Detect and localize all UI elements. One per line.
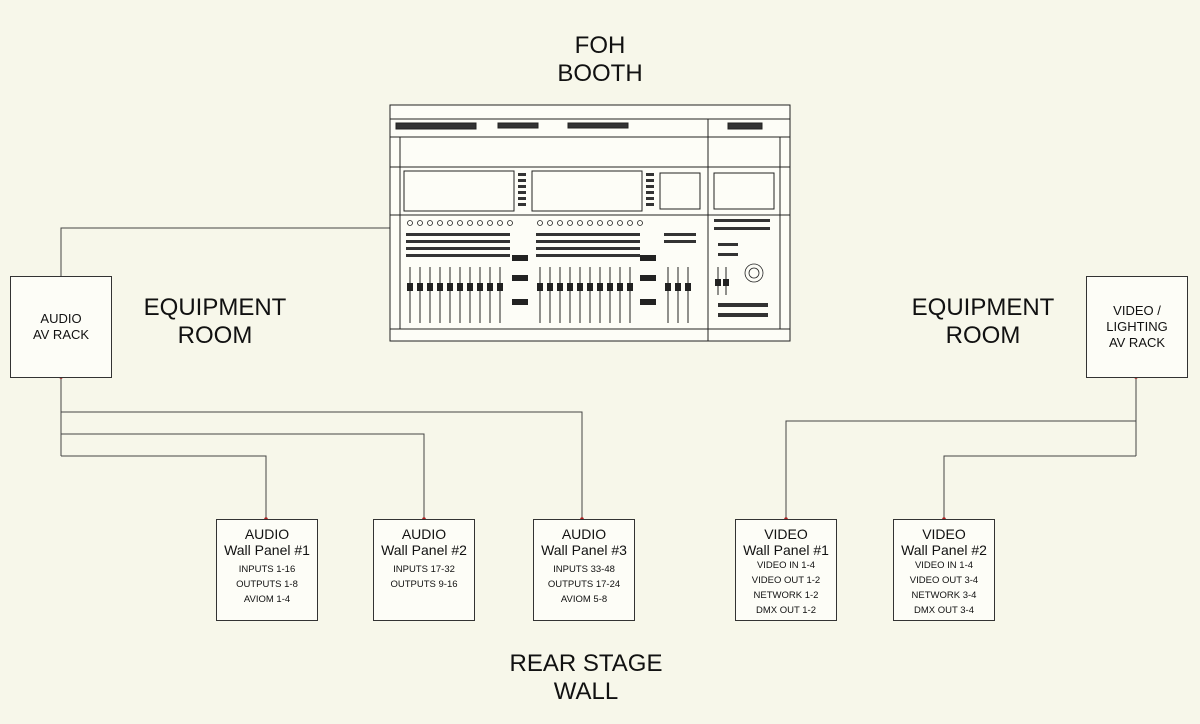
- foh-line-1: FOH: [574, 32, 626, 59]
- equipment-room-right-label: EQUIPMENT ROOM: [898, 294, 1068, 351]
- wire-to-audio-panel-1: [61, 455, 267, 519]
- video-lighting-av-rack: VIDEO / LIGHTING AV RACK: [1086, 276, 1188, 378]
- wire-to-audio-panel-2: [61, 433, 425, 519]
- panel-detail: AVIOM 5-8: [560, 594, 608, 605]
- rear-stage-wall-label: REAR STAGE WALL: [486, 650, 686, 707]
- panel-detail: DMX OUT 3-4: [913, 605, 974, 616]
- panel-detail: OUTPUTS 17-24: [547, 579, 621, 590]
- rear-stage-line-2: WALL: [553, 678, 619, 706]
- panel-name: Wall Panel #2: [381, 542, 467, 558]
- wire-to-video-panel-1: [785, 420, 1136, 519]
- panel-detail: DMX OUT 1-2: [755, 605, 816, 616]
- video-rack-line-2: LIGHTING: [1106, 319, 1168, 334]
- video-wall-panel-1: VIDEO Wall Panel #1 VIDEO IN 1-4 VIDEO O…: [735, 519, 837, 621]
- wire-to-audio-panel-3: [61, 411, 583, 519]
- equipment-left-line-1: EQUIPMENT: [143, 294, 287, 321]
- audio-wall-panel-1: AUDIO Wall Panel #1 INPUTS 1-16 OUTPUTS …: [216, 519, 318, 621]
- panel-detail: OUTPUTS 9-16: [390, 579, 458, 590]
- video-rack-line-3: AV RACK: [1108, 335, 1166, 350]
- panel-name: Wall Panel #1: [743, 542, 829, 558]
- panel-name: Wall Panel #3: [541, 542, 627, 558]
- panel-detail: VIDEO OUT 1-2: [751, 575, 821, 586]
- panel-type: VIDEO: [764, 526, 808, 542]
- panel-detail: VIDEO IN 1-4: [756, 560, 816, 571]
- panel-detail: INPUTS 1-16: [238, 564, 296, 575]
- rear-stage-line-1: REAR STAGE: [509, 650, 663, 677]
- wire-rack-to-console: [60, 227, 392, 276]
- panel-type: AUDIO: [244, 526, 290, 542]
- foh-line-2: BOOTH: [557, 60, 643, 88]
- audio-wall-panel-2: AUDIO Wall Panel #2 INPUTS 17-32 OUTPUTS…: [373, 519, 475, 621]
- audio-rack-line-2: AV RACK: [32, 327, 90, 342]
- panel-detail: VIDEO IN 1-4: [914, 560, 974, 571]
- panel-name: Wall Panel #2: [901, 542, 987, 558]
- mixing-console-drawing: [389, 104, 791, 342]
- panel-type: AUDIO: [561, 526, 607, 542]
- panel-detail: NETWORK 3-4: [911, 590, 977, 601]
- panel-detail: INPUTS 17-32: [393, 564, 455, 575]
- panel-type: VIDEO: [922, 526, 966, 542]
- panel-detail: AVIOM 1-4: [243, 594, 291, 605]
- panel-detail: NETWORK 1-2: [753, 590, 819, 601]
- audio-wall-panel-3: AUDIO Wall Panel #3 INPUTS 33-48 OUTPUTS…: [533, 519, 635, 621]
- equipment-right-line-2: ROOM: [945, 322, 1021, 350]
- video-rack-line-1: VIDEO /: [1113, 303, 1161, 318]
- panel-detail: OUTPUTS 1-8: [236, 579, 298, 590]
- equipment-room-left-label: EQUIPMENT ROOM: [130, 294, 300, 351]
- audio-av-rack: AUDIO AV RACK: [10, 276, 112, 378]
- panel-name: Wall Panel #1: [224, 542, 310, 558]
- panel-type: AUDIO: [401, 526, 447, 542]
- audio-rack-line-1: AUDIO: [40, 311, 82, 326]
- panel-detail: INPUTS 33-48: [553, 564, 615, 575]
- video-wall-panel-2: VIDEO Wall Panel #2 VIDEO IN 1-4 VIDEO O…: [893, 519, 995, 621]
- panel-detail: VIDEO OUT 3-4: [909, 575, 979, 586]
- equipment-right-line-1: EQUIPMENT: [911, 294, 1055, 321]
- equipment-left-line-2: ROOM: [177, 322, 253, 350]
- wire-to-video-panel-2: [943, 455, 1136, 519]
- foh-booth-label: FOH BOOTH: [530, 32, 670, 89]
